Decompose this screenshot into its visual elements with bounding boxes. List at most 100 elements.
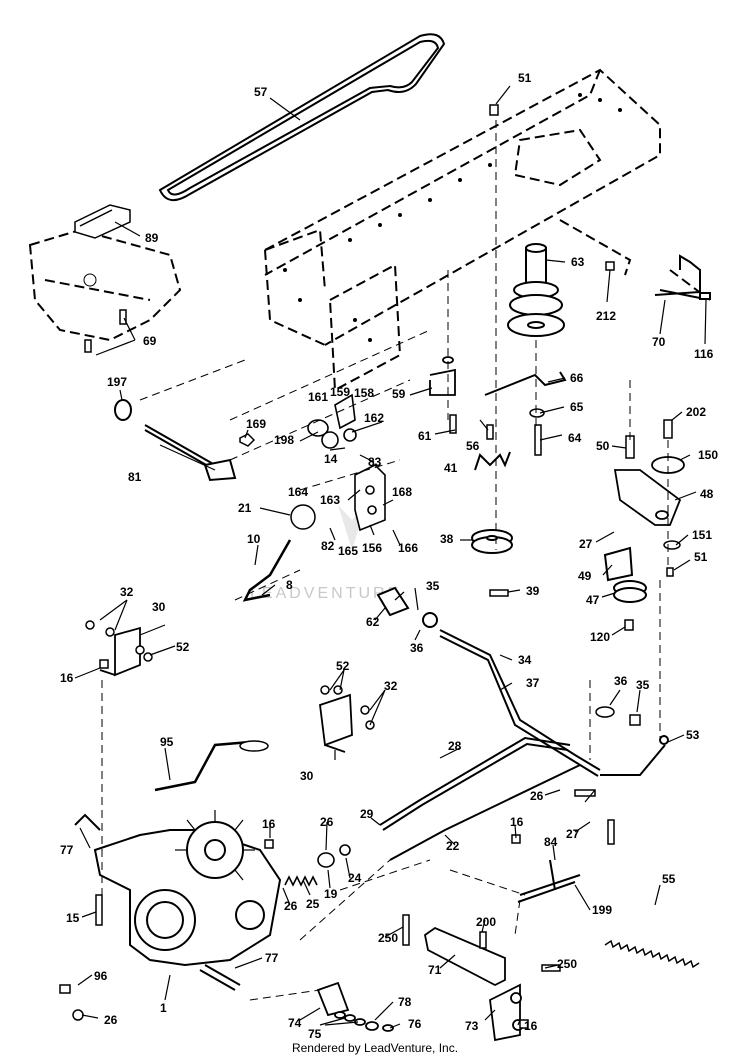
label-34: 34: [518, 653, 532, 667]
label-52b: 52: [336, 659, 350, 673]
label-51: 51: [518, 71, 532, 85]
label-168: 168: [392, 485, 412, 499]
label-53: 53: [686, 728, 700, 742]
label-15: 15: [66, 911, 80, 925]
label-56: 56: [466, 439, 480, 453]
part-47-pulley: [603, 546, 647, 603]
part-30-bracket-lower: [319, 693, 353, 753]
label-70: 70: [652, 335, 666, 349]
label-71: 71: [428, 963, 442, 977]
label-28: 28: [448, 739, 462, 753]
label-1: 1: [160, 1001, 167, 1015]
part-38-pulley: [471, 529, 513, 554]
hardware-fasteners: [59, 104, 681, 1029]
part-53-rod: [600, 735, 669, 776]
label-83: 83: [368, 455, 382, 469]
label-16d: 16: [524, 1019, 538, 1033]
tractor-frame: [28, 68, 711, 392]
label-29: 29: [360, 807, 374, 821]
part-158-bracket: [307, 393, 357, 449]
label-50: 50: [596, 439, 610, 453]
label-66: 66: [570, 371, 584, 385]
label-250b: 250: [557, 957, 577, 971]
part-66-rod: [484, 371, 567, 396]
label-24: 24: [348, 871, 362, 885]
label-16c: 16: [262, 817, 276, 831]
label-14: 14: [324, 452, 338, 466]
label-76: 76: [408, 1017, 422, 1031]
label-37: 37: [526, 676, 540, 690]
part-59-bracket: [429, 356, 456, 396]
part-labels: 57 51 89 63 212 70 116 69 197 59 66 65 6…: [60, 71, 718, 1041]
label-26a: 26: [530, 789, 544, 803]
footer-credit: Rendered by LeadVenture, Inc.: [291, 1041, 459, 1055]
label-212: 212: [596, 309, 616, 323]
label-63: 63: [571, 255, 585, 269]
label-73: 73: [465, 1019, 479, 1033]
transaxle-assembly: [74, 813, 282, 991]
label-65: 65: [570, 400, 584, 414]
label-84: 84: [544, 835, 558, 849]
label-64: 64: [568, 431, 582, 445]
label-81: 81: [128, 470, 142, 484]
label-35: 35: [426, 579, 440, 593]
label-30: 30: [152, 600, 166, 614]
label-69: 69: [143, 334, 157, 348]
label-22: 22: [446, 839, 460, 853]
label-89: 89: [145, 231, 159, 245]
label-30b: 30: [300, 769, 314, 783]
part-34-rod: [439, 629, 601, 777]
label-162: 162: [364, 411, 384, 425]
label-77b: 77: [265, 951, 279, 965]
label-116: 116: [694, 347, 714, 361]
label-51b: 51: [694, 550, 708, 564]
label-161: 161: [308, 390, 328, 404]
watermark-text: LEADVENTURE: [250, 585, 401, 602]
label-75: 75: [308, 1027, 322, 1041]
label-74: 74: [288, 1016, 302, 1030]
label-151: 151: [692, 528, 712, 542]
label-49: 49: [578, 569, 592, 583]
part-74-tube: [316, 981, 394, 1032]
label-202: 202: [686, 405, 706, 419]
part-28-rod: [379, 736, 581, 861]
label-27: 27: [579, 537, 593, 551]
label-39: 39: [526, 584, 540, 598]
part-55-spring: [604, 939, 700, 969]
label-163: 163: [320, 493, 340, 507]
label-120: 120: [590, 630, 610, 644]
part-62-tube: [376, 586, 438, 628]
leader-lines: [74, 85, 707, 1029]
label-32: 32: [120, 585, 134, 599]
label-156: 156: [362, 541, 382, 555]
part-95-rod: [154, 740, 269, 792]
part-63-spindle-pulley: [507, 243, 565, 337]
label-199: 199: [592, 903, 612, 917]
label-166: 166: [398, 541, 418, 555]
label-27b: 27: [566, 827, 580, 841]
part-84-shaft: [517, 859, 581, 903]
part-89-shield: [74, 204, 131, 239]
label-36b: 36: [614, 674, 628, 688]
part-8-lever: [242, 504, 316, 602]
label-55: 55: [662, 872, 676, 886]
part-165-bracket: [354, 464, 386, 532]
label-165: 165: [338, 544, 358, 558]
label-35b: 35: [636, 678, 650, 692]
label-164: 164: [288, 485, 308, 499]
part-30-bracket-upper: [99, 626, 141, 677]
label-77: 77: [60, 843, 74, 857]
part-81-shaft: [114, 399, 237, 482]
assembly-lines: [101, 120, 669, 1001]
label-57: 57: [254, 85, 268, 99]
drive-belt: [158, 33, 446, 201]
part-70-rod: [654, 254, 711, 300]
part-41-spring: [474, 451, 511, 471]
label-38: 38: [440, 532, 454, 546]
label-96: 96: [94, 969, 108, 983]
label-78: 78: [398, 995, 412, 1009]
label-82: 82: [321, 539, 335, 553]
label-19: 19: [324, 887, 338, 901]
frame-holes: [83, 93, 622, 342]
